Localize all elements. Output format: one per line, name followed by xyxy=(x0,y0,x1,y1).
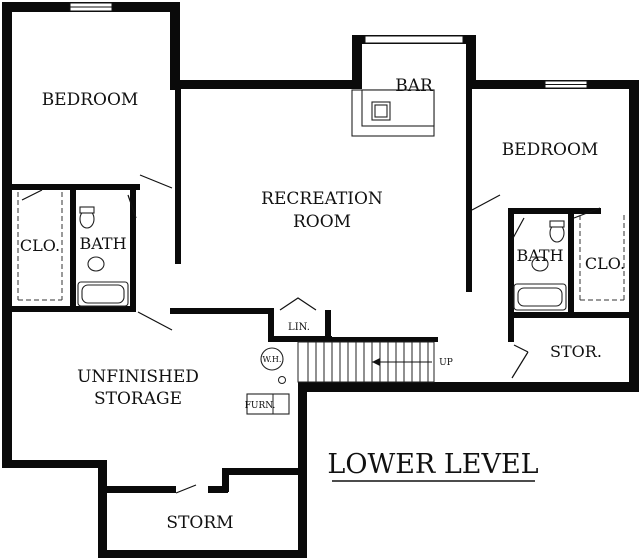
label-closet-left: CLO. xyxy=(20,236,60,255)
bath-fixtures-right xyxy=(513,220,567,311)
staircase xyxy=(297,341,435,383)
label-unfinished-line1: UNFINISHED xyxy=(77,367,199,387)
label-recreation-line1: RECREATION xyxy=(261,189,383,209)
windows xyxy=(69,2,588,89)
label-recreation-line2: ROOM xyxy=(293,212,351,232)
label-bar: BAR xyxy=(395,76,434,96)
furnace-icon xyxy=(246,393,290,415)
label-bath-left: BATH xyxy=(79,234,126,253)
label-unfinished-line2: STORAGE xyxy=(94,389,182,409)
plan-title: LOWER LEVEL xyxy=(327,449,538,480)
label-closet-right: CLO. xyxy=(585,254,625,273)
label-storm: STORM xyxy=(166,513,233,533)
bar-counter xyxy=(351,89,435,137)
closet-lines xyxy=(17,192,625,301)
interior-walls xyxy=(12,89,638,384)
label-bath-right: BATH xyxy=(516,246,563,265)
label-bedroom-left: BEDROOM xyxy=(42,90,139,110)
label-bedroom-right: BEDROOM xyxy=(502,140,599,160)
bath-fixtures-left xyxy=(77,206,129,307)
door-swings xyxy=(21,174,601,494)
label-water-heater: W.H. xyxy=(263,355,282,364)
label-storage-right: STOR. xyxy=(550,342,602,361)
mechanical xyxy=(246,347,290,415)
label-stairs-up: UP xyxy=(439,358,453,368)
water-heater-icon xyxy=(260,347,284,371)
label-furnace: FURN. xyxy=(245,401,276,411)
label-linen: LIN. xyxy=(288,322,310,333)
